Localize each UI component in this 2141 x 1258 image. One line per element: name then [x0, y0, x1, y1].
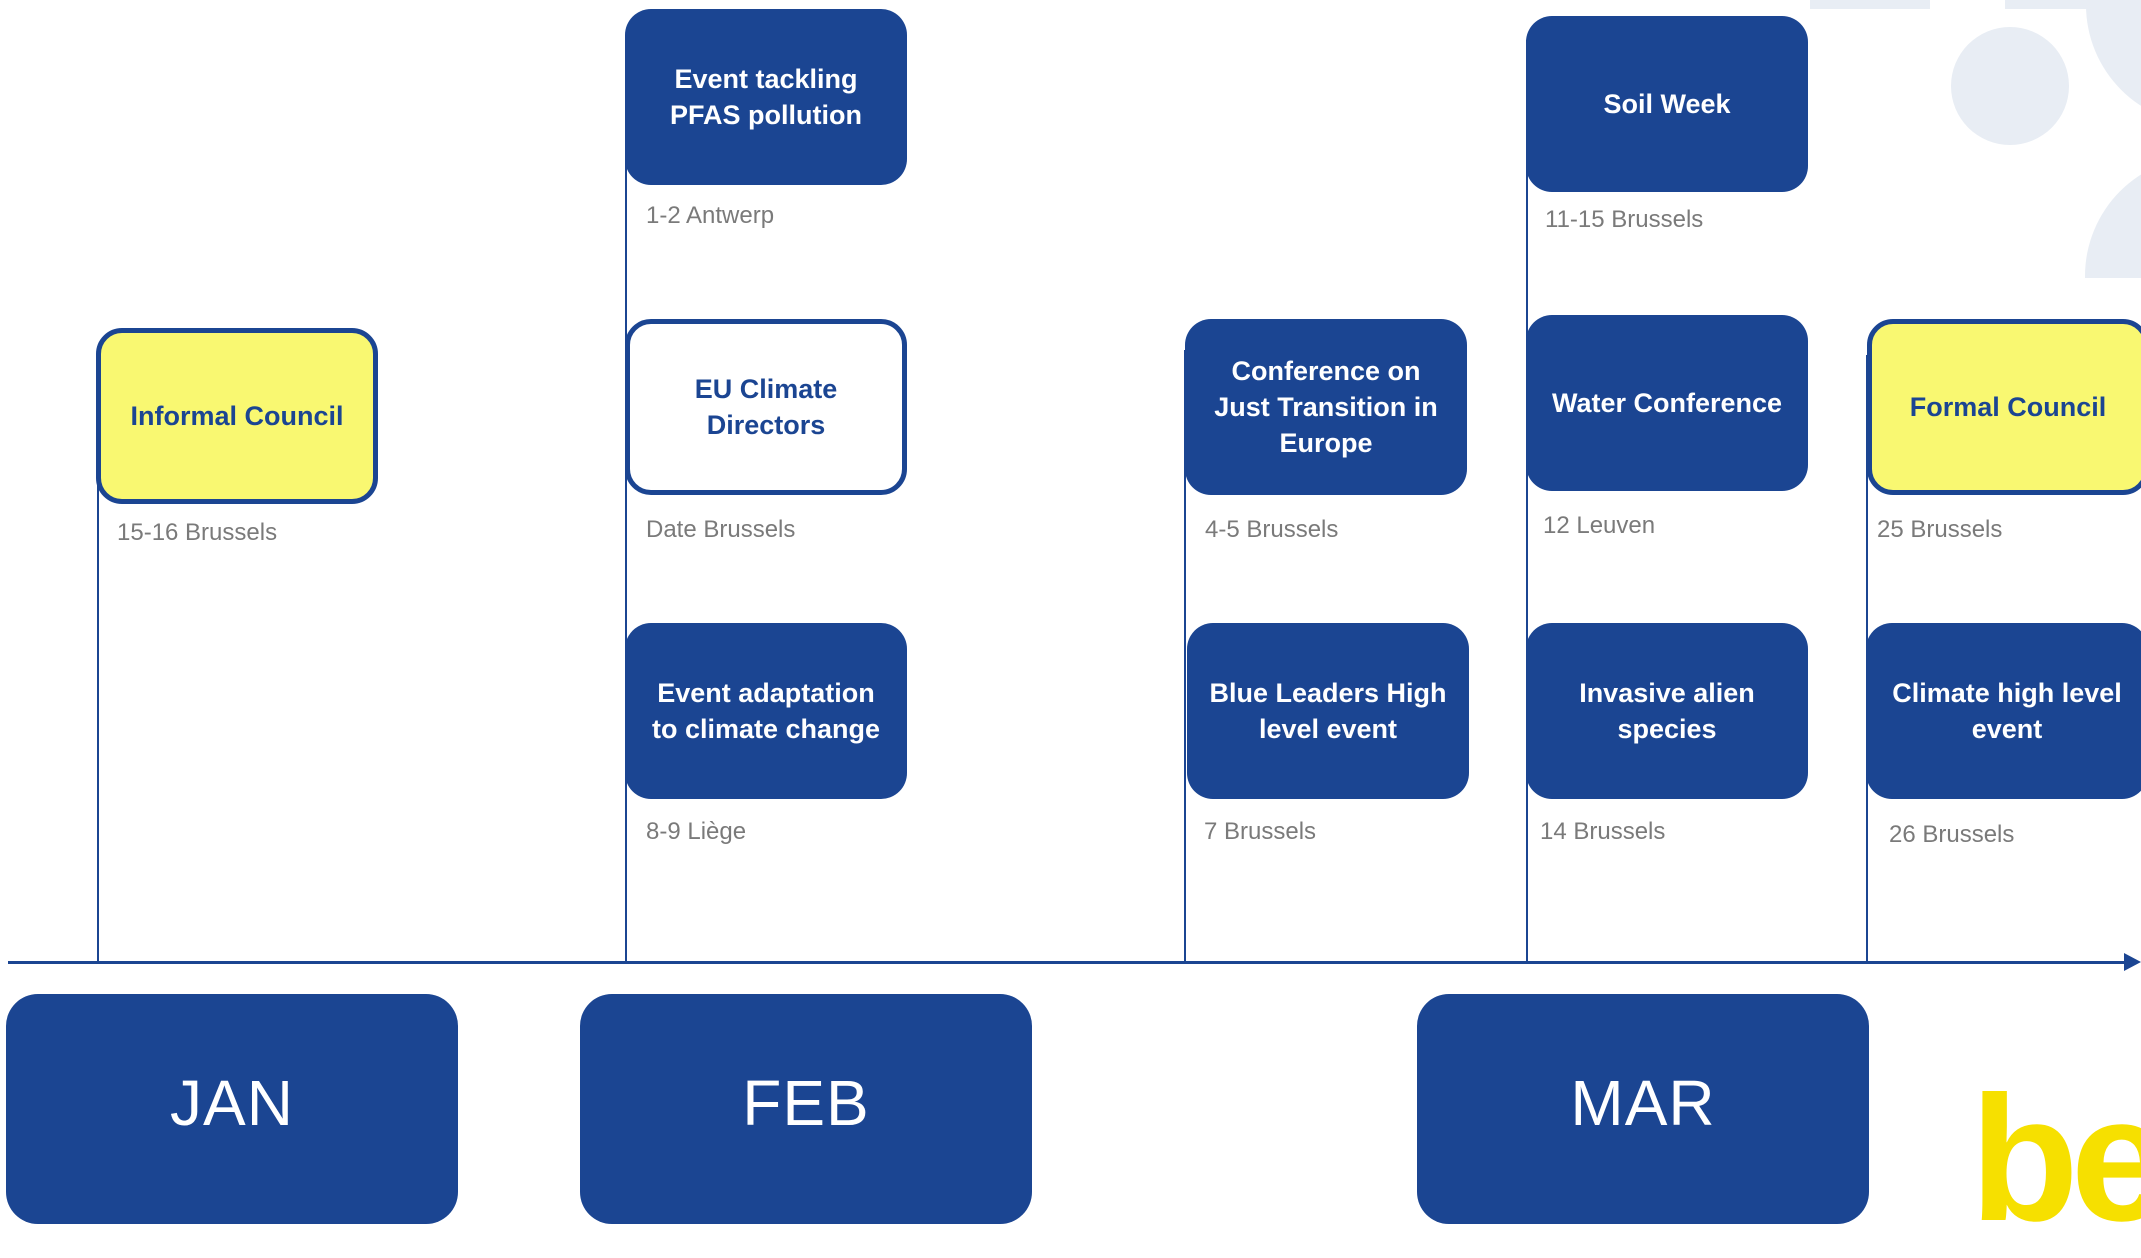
event-date: 14 Brussels	[1540, 818, 1666, 845]
event-card-formal-council[interactable]: Formal Council	[1867, 319, 2141, 495]
event-card-water-conference[interactable]: Water Conference	[1526, 315, 1808, 491]
event-card-blue-leaders[interactable]: Blue Leaders High level event	[1187, 623, 1469, 799]
event-date: 1-2 Antwerp	[646, 202, 775, 229]
event-card-soil-week[interactable]: Soil Week	[1526, 16, 1808, 192]
event-card-climate-high-level[interactable]: Climate high level event	[1866, 623, 2141, 799]
event-card-just-transition[interactable]: Conference on Just Transition in Europe	[1185, 319, 1467, 495]
decorative-bar-shape	[2005, 0, 2105, 9]
event-card-informal-council[interactable]: Informal Council	[96, 328, 378, 504]
event-card-pfas-pollution[interactable]: Event tackling PFAS pollution	[625, 9, 907, 185]
month-label-jan: JAN	[6, 994, 458, 1224]
event-card-climate-directors[interactable]: EU Climate Directors	[625, 319, 907, 495]
event-date: 11-15 Brussels	[1545, 206, 1704, 233]
event-card-adaptation[interactable]: Event adaptation to climate change	[625, 623, 907, 799]
event-date: 15-16 Brussels	[117, 519, 278, 546]
timeline-arrow-icon	[2124, 953, 2141, 971]
decorative-circle-shape	[1951, 27, 2069, 145]
timeline-axis	[8, 961, 2128, 964]
feb-connector-line	[625, 40, 627, 963]
decorative-arc-shape	[2086, 0, 2141, 125]
month-label-feb: FEB	[580, 994, 1032, 1224]
event-date: 8-9 Liège	[646, 818, 747, 845]
event-card-invasive-species[interactable]: Invasive alien species	[1526, 623, 1808, 799]
event-date: Date Brussels	[646, 516, 796, 543]
month-label-mar: MAR	[1417, 994, 1869, 1224]
mar-connector-line	[1526, 40, 1528, 963]
event-date: 12 Leuven	[1543, 512, 1656, 539]
event-date: 4-5 Brussels	[1205, 516, 1339, 543]
decorative-bar-shape	[1810, 0, 1930, 9]
be-logo: be	[1970, 1059, 2141, 1258]
decorative-arc-shape	[2085, 156, 2141, 278]
event-date: 25 Brussels	[1877, 516, 2003, 543]
jan-connector-line	[97, 430, 99, 963]
event-date: 26 Brussels	[1889, 821, 2015, 848]
event-date: 7 Brussels	[1204, 818, 1317, 845]
feb-late-connector-line	[1184, 350, 1186, 963]
